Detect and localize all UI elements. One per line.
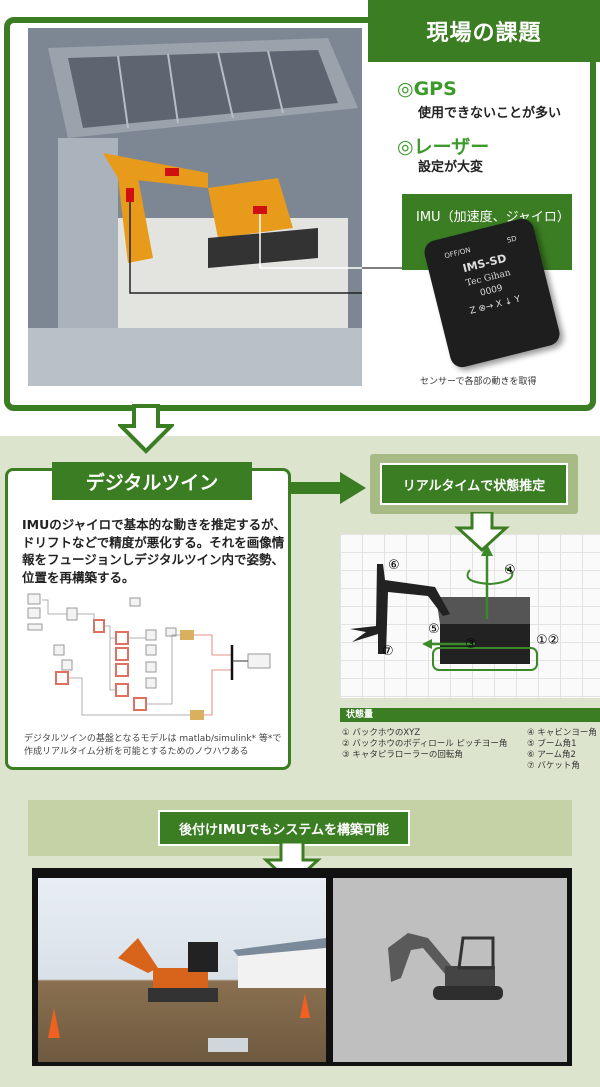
right-arrow-icon: [290, 472, 366, 504]
realtime-label: リアルタイムで状態推定: [380, 463, 568, 505]
issue-gps-detail: 使用できないことが多い: [418, 106, 562, 121]
digital-twin-panel: [5, 468, 291, 770]
state-item: ⑤ ブーム角1: [527, 739, 577, 749]
state-item: ⑥ アーム角2: [527, 750, 576, 760]
digital-twin-3d-view: ⑥ ④ ⑤ ③ ⑦ ①②: [340, 534, 600, 698]
site-issues-title: 現場の課題: [368, 0, 600, 62]
state-item: ④ キャビンヨー角: [527, 728, 597, 738]
digital-twin-title: デジタルツイン: [52, 462, 252, 500]
device-switch-label: OFF/ON: [443, 246, 472, 261]
state-item: ② バックホウのボディロール ピッチヨー角: [342, 739, 508, 749]
device-sd-label: SD: [506, 234, 518, 245]
marker-7: ⑦: [382, 644, 394, 659]
issue-laser-heading: ◎レーザー: [397, 136, 490, 158]
digital-twin-description: IMUのジャイロで基本的な動きを推定するが、ドリフトなどで精度が悪化する。それを…: [22, 517, 286, 585]
digital-twin-caption: デジタルツインの基盤となるモデルは matlab/simulink* 等*で作成…: [24, 734, 282, 757]
state-list-left: ① バックホウのXYZ ② バックホウのボディロール ピッチヨー角 ③ キャタピ…: [342, 728, 507, 761]
excavator-pit-illustration: [28, 28, 362, 386]
marker-5: ⑤: [428, 622, 440, 637]
state-item: ⑦ バケット角: [527, 761, 580, 771]
simulink-block-diagram: [27, 593, 271, 720]
marker-1-2: ①②: [536, 633, 559, 648]
imu-label: IMU（加速度、ジャイロ）: [416, 210, 570, 225]
state-item: ① バックホウのXYZ: [342, 728, 421, 738]
state-list-right: ④ キャビンヨー角 ⑤ ブーム角1 ⑥ アーム角2 ⑦ バケット角: [527, 728, 597, 772]
issue-laser-detail: 設定が大変: [418, 160, 484, 175]
state-quantities-title: 状態量: [340, 708, 600, 722]
down-arrow-icon: [454, 512, 510, 552]
retrofit-label: 後付けIMUでもシステムを構築可能: [158, 810, 410, 846]
down-arrow-icon: [118, 404, 174, 454]
field-excavator-photo: [38, 878, 326, 1062]
state-item: ③ キャタピラローラーの回転角: [342, 750, 463, 760]
imu-caption: センサーで各部の動きを取得: [420, 377, 537, 387]
issue-gps-heading: ◎GPS: [397, 78, 457, 100]
marker-6: ⑥: [388, 558, 400, 573]
digital-twin-render: [333, 878, 567, 1062]
marker-4: ④: [504, 563, 516, 578]
marker-3: ③: [465, 637, 477, 652]
